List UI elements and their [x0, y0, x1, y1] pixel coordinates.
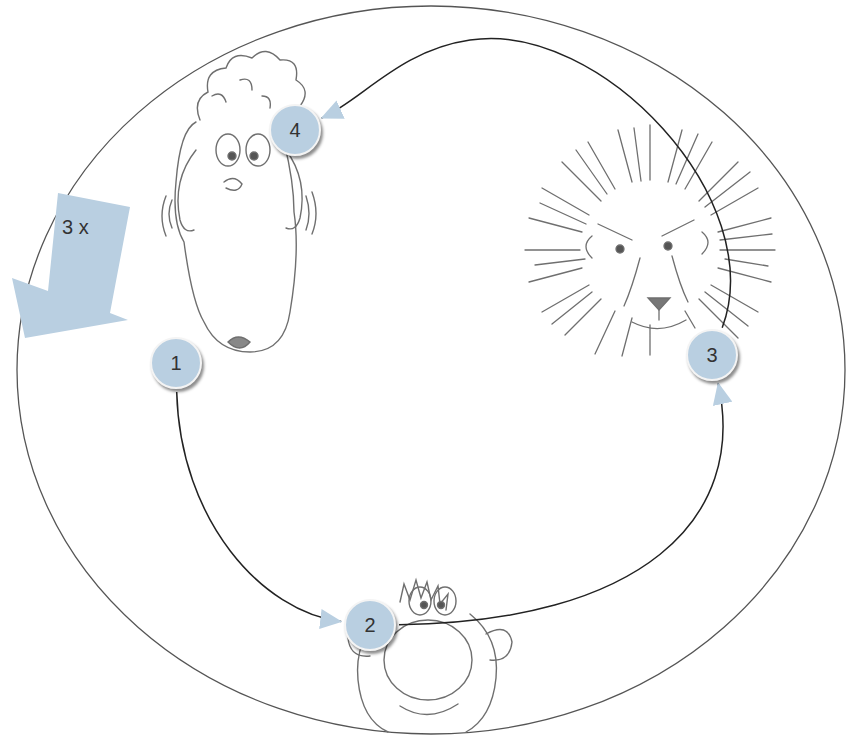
arrow-outline — [10, 190, 130, 340]
cycle-circle — [17, 6, 845, 734]
callout-number: 1 — [150, 337, 202, 389]
callout-text: 1 — [170, 352, 181, 374]
callout-number: 2 — [344, 599, 396, 651]
repeat-label: 3 x — [62, 216, 89, 238]
lion-face — [525, 125, 775, 356]
callout-text: 2 — [364, 614, 375, 636]
sheep-face — [162, 51, 316, 352]
repeat-arrow: 3 x — [10, 190, 130, 340]
callout-number: 3 — [686, 329, 738, 381]
cycle-arrow — [399, 383, 723, 624]
callout-text: 4 — [289, 119, 300, 141]
callout-number: 4 — [269, 104, 321, 156]
cycle-arrow — [177, 392, 342, 622]
arrow-shape — [12, 193, 130, 338]
cycle-arrow — [321, 38, 730, 327]
callout-text: 3 — [706, 344, 717, 366]
